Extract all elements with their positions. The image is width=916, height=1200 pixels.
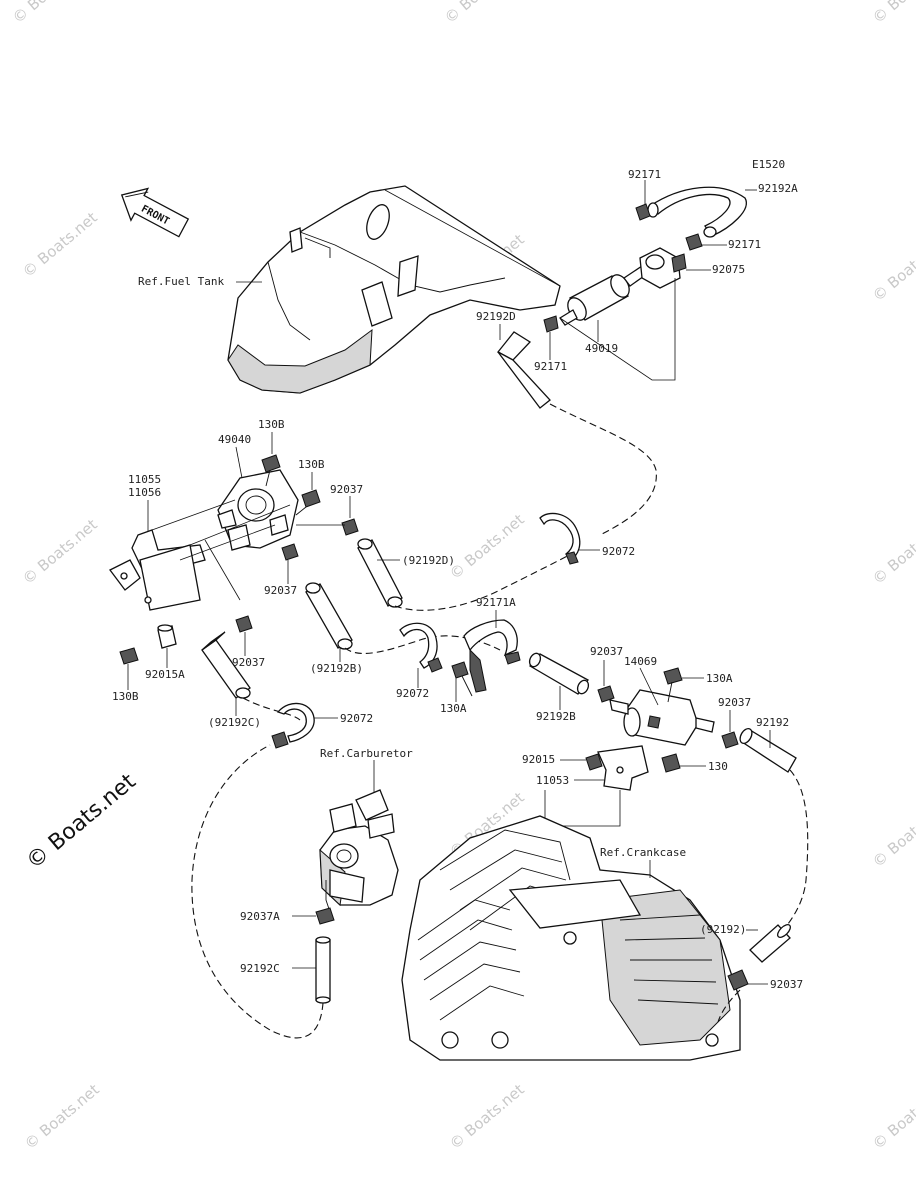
clamp-band-92072-a [539,512,581,565]
clamp-92037-c [597,685,615,703]
label-130: 130 [708,760,728,773]
fuel-tank [227,185,561,394]
hose-92192C-mid [201,631,251,699]
label-92037-c: 92037 [590,645,623,658]
label-92015: 92015 [522,753,555,766]
label-92192D-mid: (92192D) [402,554,455,567]
diagram-code: E1520 [752,158,785,171]
label-92075: 92075 [712,263,745,276]
bolt-130 [661,753,681,773]
fuel-pump-49040 [217,469,299,551]
label-92072-c: 92072 [340,712,373,725]
crankcase [401,815,741,1061]
watermark: © Boats.net [446,1080,528,1153]
collar-92015A [157,624,177,649]
hose-92192D [497,331,551,409]
hose-92192A [647,186,747,238]
label-92192C-mid: (92192C) [208,716,261,729]
hose-92192D-mid [357,538,403,608]
hose-92192-lower [749,924,791,963]
label-92037-b: 92037 [264,584,297,597]
fuel-pump-14069 [609,689,715,746]
hose-92192B-mid [305,582,353,650]
watermark: © Boats.net [19,515,101,588]
watermark: © Boats.net [869,1080,916,1153]
clamp-92037-e [721,731,739,749]
label-92171-top: 92171 [628,168,661,181]
clamp-92037-b [281,543,299,561]
hose-92192B [528,652,590,695]
clamp-band-92072-c [271,702,315,749]
ref-carburetor-label: Ref.Carburetor [320,747,413,760]
watermark: © Boats.net [441,0,523,27]
clamp-92037-a [341,518,359,536]
watermark: © Boats.net [19,208,101,281]
label-92171-right: 92171 [728,238,761,251]
label-92192-mid: (92192) [700,923,746,936]
clamp-band-92072-b [399,622,443,673]
hose-92192C [315,936,331,1004]
filter-bracket-92075 [639,247,687,289]
pump-bracket-11055 [109,529,206,611]
ref-crankcase-label: Ref.Crankcase [600,846,686,859]
label-92037A: 92037A [240,910,280,923]
clamp-92171-bottom [543,315,559,333]
watermark: © Boats.net [21,1080,103,1153]
collar-92015 [585,753,603,771]
label-11055: 11055 [128,473,161,486]
bolt-130B-bottom [119,647,139,665]
watermark: © Boats.net [869,0,916,27]
label-14069: 14069 [624,655,657,668]
bracket-11053 [597,745,649,791]
label-92037-e: 92037 [718,696,751,709]
label-92192B-mid: (92192B) [310,662,363,675]
label-11056: 11056 [128,486,161,499]
watermark: © Boats.net [869,798,916,871]
hose-92192 [739,727,797,773]
carburetor [319,789,399,913]
label-92192D-top: 92192D [476,310,516,323]
bolt-130B-top [261,454,281,487]
label-92037-f: 92037 [770,978,803,991]
label-130B-mid: 130B [298,458,325,471]
label-92072-a: 92072 [602,545,635,558]
clamp-92171A [463,619,521,693]
watermark: © Boats.net [869,515,916,588]
front-direction-arrow: FRONT [120,187,190,238]
label-92192A: 92192A [758,182,798,195]
watermark: © Boats.net [9,0,91,27]
clamp-92171-top [635,203,651,221]
label-11053: 11053 [536,774,569,787]
label-49019: 49019 [585,342,618,355]
watermark: © Boats.net [869,232,916,305]
label-130B-bottom: 130B [112,690,139,703]
label-92171A: 92171A [476,596,516,609]
label-92037-a: 92037 [330,483,363,496]
label-130A-a: 130A [706,672,733,685]
label-130B-top: 130B [258,418,285,431]
label-92171-bottom: 92171 [534,360,567,373]
label-130A-b: 130A [440,702,467,715]
label-92192: 92192 [756,716,789,729]
clamp-92171-right [685,233,703,251]
bolt-130A-a [451,661,473,697]
label-92192B: 92192B [536,710,576,723]
bolt-130B-mid [295,489,321,516]
label-92072-b: 92072 [396,687,429,700]
bolt-130A-top [663,667,683,703]
watermark-large: © Boats.net [22,769,141,875]
clamp-92037-d [235,615,253,633]
clamp-92037A [315,907,335,925]
label-92015A: 92015A [145,668,185,681]
ref-fuel-tank-label: Ref.Fuel Tank [138,275,224,288]
label-92192C: 92192C [240,962,280,975]
label-92037-d: 92037 [232,656,265,669]
watermark: © Boats.net [446,510,528,583]
label-49040: 49040 [218,433,251,446]
fuel-filter-49019 [559,265,648,326]
